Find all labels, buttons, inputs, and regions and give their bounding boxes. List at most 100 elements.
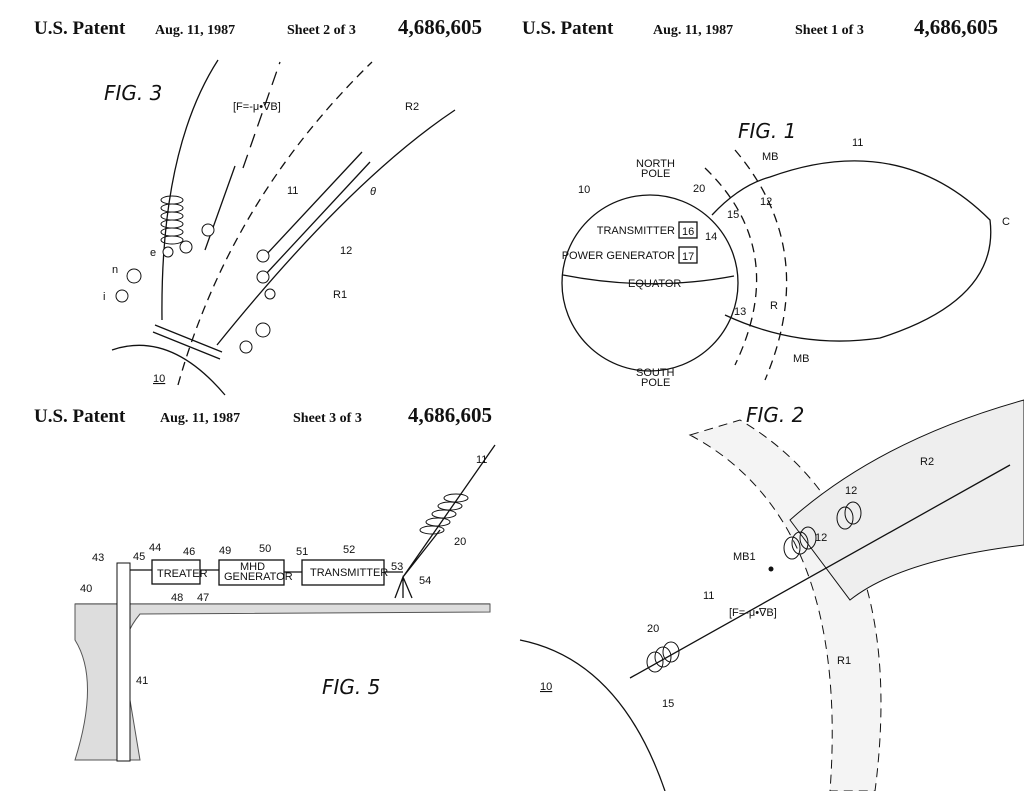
mhd-label: MHD (240, 561, 265, 573)
treater-box (151, 559, 201, 585)
ion-path (264, 161, 371, 276)
mb1-label: MB1 (733, 551, 756, 563)
generator-label: GENERATOR (224, 571, 293, 583)
figure-3: FIG. 3 [F=-μ•∇B] R2 11 θ 12 R1 10 e n i (103, 59, 456, 396)
electron-spiral (160, 195, 184, 245)
figure-title: FIG. 5 (322, 675, 380, 699)
power-generator-label: POWER GENERATOR (562, 250, 675, 262)
ion-path (264, 151, 363, 257)
label-41: 41 (136, 675, 148, 687)
label-53: 53 (391, 561, 403, 573)
connections (130, 569, 403, 573)
patent-date: Aug. 11, 1987 (160, 411, 240, 426)
equator-line (562, 274, 735, 285)
figure-title: FIG. 2 (746, 403, 804, 427)
mb1-point (768, 566, 774, 572)
field-line-11 (177, 61, 373, 386)
south-pole-label: SOUTH (636, 367, 675, 379)
wave-spiral (419, 493, 469, 535)
label-10: 10 (578, 184, 590, 196)
label-54: 54 (419, 575, 431, 587)
transmitter-label: TRANSMITTER (310, 567, 388, 579)
r2-label: R2 (920, 456, 934, 468)
electron-label: e (150, 247, 156, 259)
base-plate (154, 324, 223, 353)
label-40: 40 (80, 583, 92, 595)
label-12: 12 (760, 196, 772, 208)
earth-surface (519, 639, 666, 791)
patent-date: Aug. 11, 1987 (155, 23, 235, 38)
label-14: 14 (705, 231, 717, 243)
field-line-11 (711, 160, 992, 342)
label-50: 50 (259, 543, 271, 555)
label-12: 12 (815, 532, 827, 544)
label-12: 12 (845, 485, 857, 497)
sheet-number: Sheet 1 of 3 (795, 23, 864, 38)
label-44: 44 (149, 542, 161, 554)
ion-path (204, 165, 236, 251)
field-line-11 (629, 464, 1011, 679)
north-pole-label: NORTH (636, 158, 675, 170)
mb-label: MB (762, 151, 779, 163)
base-plate (152, 331, 221, 360)
label-10: 10 (153, 373, 165, 385)
r-label: R (770, 300, 778, 312)
figure-2: FIG. 2 10 11 12 12 15 20 MB1 [F=-μ•∇B] R… (519, 399, 1024, 791)
equator-label: EQUATOR (628, 278, 681, 290)
sheet-header-3: U.S. Patent Aug. 11, 1987 Sheet 3 of 3 4… (34, 403, 492, 427)
patent-label: U.S. Patent (522, 18, 614, 39)
sheet-header-2: U.S. Patent Aug. 11, 1987 Sheet 2 of 3 4… (34, 15, 482, 39)
c-label: C (1002, 216, 1010, 228)
box-17: 17 (682, 251, 694, 263)
label-20: 20 (693, 183, 705, 195)
transmitter-box (678, 221, 698, 239)
patent-date: Aug. 11, 1987 (653, 23, 733, 38)
label-51: 51 (296, 546, 308, 558)
box-16: 16 (682, 226, 694, 238)
label-20: 20 (454, 536, 466, 548)
wave-spiral (646, 501, 862, 673)
label-46: 46 (183, 546, 195, 558)
figure-1: FIG. 1 EQUATOR NORTH POLE SOUTH POLE TRA… (561, 119, 1010, 389)
label-52: 52 (343, 544, 355, 556)
label-11: 11 (476, 454, 487, 466)
ion-label: i (103, 291, 105, 303)
patent-number: 4,686,605 (408, 403, 492, 427)
figure-5: FIG. 5 TREATER MHD GENERATOR TRANSMITTER… (74, 444, 496, 762)
power-generator-box (678, 246, 698, 264)
label-43: 43 (92, 552, 104, 564)
r1-label: R1 (837, 655, 851, 667)
field-line-12 (216, 109, 456, 346)
south-pole-label: POLE (641, 377, 670, 389)
mb-label: MB (793, 353, 810, 365)
neutral-label: n (112, 264, 118, 276)
sheet-number: Sheet 2 of 3 (287, 23, 356, 38)
field-line-left (161, 59, 219, 321)
label-15: 15 (662, 698, 674, 710)
treater-label: TREATER (157, 568, 208, 580)
earth-surface (111, 344, 226, 396)
label-11: 11 (703, 590, 714, 602)
antenna-tripod (394, 444, 496, 599)
label-12: 12 (340, 245, 352, 257)
label-48: 48 (171, 592, 183, 604)
figure-title: FIG. 3 (104, 81, 162, 105)
label-20: 20 (647, 623, 659, 635)
radiation-belt-outer (734, 149, 788, 381)
label-10: 10 (540, 681, 552, 693)
sheet-number: Sheet 3 of 3 (293, 411, 362, 426)
force-equation: [F=-μ•∇B] (729, 607, 777, 619)
label-13: 13 (734, 306, 746, 318)
earth-globe (561, 194, 739, 372)
transmitter-label: TRANSMITTER (597, 225, 675, 237)
theta-label: θ (370, 186, 376, 198)
sheet-header-1: U.S. Patent Aug. 11, 1987 Sheet 1 of 3 4… (522, 15, 998, 39)
label-11: 11 (852, 137, 863, 149)
label-11: 11 (287, 185, 298, 197)
patent-number: 4,686,605 (914, 15, 998, 39)
label-15: 15 (727, 209, 739, 221)
figure-title: FIG. 1 (738, 119, 796, 143)
label-47: 47 (197, 592, 209, 604)
patent-label: U.S. Patent (34, 406, 126, 427)
